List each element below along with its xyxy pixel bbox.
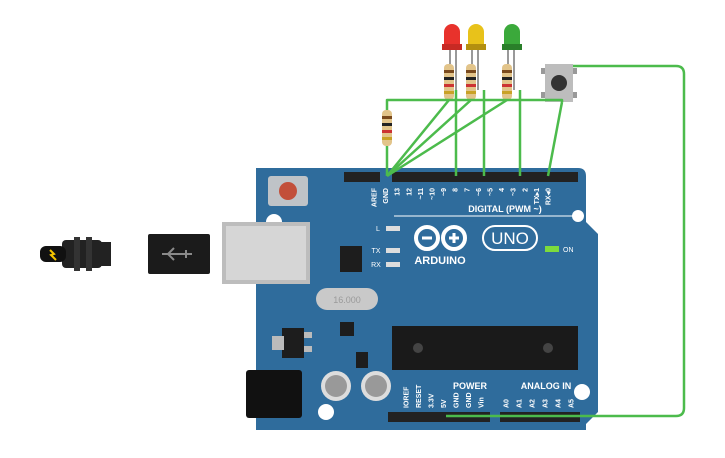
crystal-oscillator — [316, 288, 378, 310]
power-pin-label: 5V — [441, 399, 448, 408]
power-pin-label: 3.3V — [429, 393, 436, 408]
analog-pin-label: A2 — [530, 399, 537, 408]
digital-pin-label: 12 — [406, 188, 413, 196]
digital-pin-label: 4 — [499, 188, 506, 192]
wires — [385, 64, 686, 418]
digital-pin-label: ~11 — [418, 188, 425, 200]
crystal-label: 16.000 — [333, 295, 361, 305]
digital-pin-label: ~9 — [441, 188, 448, 196]
model-label: UNO — [491, 229, 529, 248]
resistor-button — [382, 110, 392, 146]
led-l-label: L — [376, 226, 380, 233]
power-label: POWER — [453, 381, 488, 391]
usb-icon — [162, 247, 192, 261]
usb-cable-plug[interactable] — [40, 237, 111, 271]
led-green[interactable] — [502, 24, 522, 50]
pushbutton[interactable] — [541, 64, 577, 102]
analog-pin-label: A4 — [556, 399, 563, 408]
resistor-yellow — [466, 64, 476, 100]
power-jack — [246, 370, 302, 418]
arduino-logo-icon — [414, 225, 467, 251]
led-tx-label: TX — [372, 248, 381, 255]
analog-pin-label: A0 — [504, 399, 511, 408]
analog-label: ANALOG IN — [521, 381, 572, 391]
analog-pin-label: A1 — [517, 399, 524, 408]
digital-pin-label: 2 — [522, 188, 529, 192]
power-pin-label: IOREF — [404, 386, 411, 408]
digital-pin-label: AREF — [372, 187, 379, 207]
analog-pin-label: A3 — [543, 399, 550, 408]
usb-connector — [148, 234, 210, 274]
on-label: ON — [563, 247, 574, 254]
bolt-icon — [49, 249, 57, 261]
reset-button[interactable] — [279, 182, 297, 200]
digital-pin-label: 13 — [395, 188, 402, 196]
digital-pin-label: GND — [383, 188, 390, 204]
led-yellow[interactable] — [466, 24, 486, 50]
power-pin-label: Vin — [479, 397, 486, 408]
digital-pin-label: 7 — [464, 188, 471, 192]
digital-label: DIGITAL (PWM ~) — [468, 204, 541, 214]
resistor-green — [502, 64, 512, 100]
power-pin-label: RESET — [416, 384, 423, 408]
led-rx-label: RX — [371, 262, 381, 269]
led-red[interactable] — [442, 24, 462, 50]
digital-pin-label: ~5 — [488, 188, 495, 196]
digital-pin-label: ~6 — [476, 188, 483, 196]
resistor-red — [444, 64, 454, 100]
power-pin-label: GND — [454, 392, 461, 408]
digital-pin-label: RX◂0 — [546, 188, 553, 205]
digital-pin-label: TX▸1 — [534, 188, 541, 204]
power-pin-label: GND — [466, 392, 473, 408]
digital-pin-label: 8 — [453, 188, 460, 192]
brand-label: ARDUINO — [414, 255, 466, 267]
digital-pin-label: ~3 — [511, 188, 518, 196]
arduino-board[interactable]: 16.000 L TX RX ON ARDUINO UNO DIGI — [222, 168, 598, 430]
analog-pin-label: A5 — [569, 399, 576, 408]
digital-pin-label: ~10 — [430, 188, 437, 200]
